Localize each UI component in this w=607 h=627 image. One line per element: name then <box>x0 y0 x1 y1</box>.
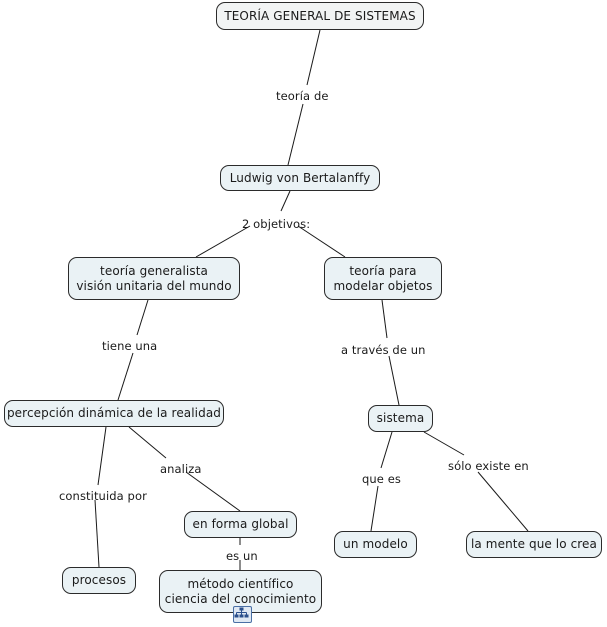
link-label-que-es[interactable]: que es <box>362 472 401 486</box>
node-modelo[interactable]: un modelo <box>334 531 417 558</box>
link-label-a-traves-de-un[interactable]: a través de un <box>341 343 426 357</box>
edge-teoriade-ludwig <box>287 103 304 166</box>
edge-quees-modelo <box>370 485 379 532</box>
link-label-constituida-por[interactable]: constituida por <box>59 489 147 503</box>
edge-constituida-procesos <box>94 499 100 568</box>
edge-soloexiste-mente <box>477 471 529 532</box>
edge-percepcion-constituida <box>97 426 107 486</box>
link-label-teoria-de[interactable]: teoría de <box>276 89 329 103</box>
link-label-tiene-una[interactable]: tiene una <box>102 339 158 353</box>
node-percepcion[interactable]: percepción dinámica de la realidad <box>4 400 224 427</box>
edge-percepcion-analiza <box>128 426 167 459</box>
node-mente[interactable]: la mente que lo crea <box>466 531 602 558</box>
link-label-solo-existe-en[interactable]: sólo existe en <box>448 459 529 473</box>
edge-ludwig-objetivos <box>280 190 291 212</box>
edge-generalista-tieneuna <box>136 299 149 336</box>
edge-atraves-sistema <box>388 355 400 406</box>
link-label-analiza[interactable]: analiza <box>160 462 202 476</box>
edge-tieneuna-percepcion <box>117 352 134 401</box>
edge-modelar-atraves <box>381 299 388 339</box>
node-global[interactable]: en forma global <box>184 511 297 538</box>
edge-sistema-soloexiste <box>423 431 465 456</box>
node-modelar[interactable]: teoría para modelar objetos <box>324 257 442 300</box>
link-label-dos-objetivos[interactable]: 2 objetivos: <box>242 217 311 231</box>
node-sistema[interactable]: sistema <box>368 405 433 432</box>
node-tgs[interactable]: TEORÍA GENERAL DE SISTEMAS <box>216 2 424 30</box>
edge-tgs-teoriade <box>306 29 321 86</box>
node-procesos[interactable]: procesos <box>62 567 136 594</box>
concept-map-icon[interactable] <box>233 606 252 623</box>
link-label-es-un[interactable]: es un <box>226 549 258 563</box>
node-ludwig[interactable]: Ludwig von Bertalanffy <box>220 165 380 191</box>
edge-sistema-quees <box>380 431 393 469</box>
node-generalista[interactable]: teoría generalista visión unitaria del m… <box>68 257 240 300</box>
node-metodo[interactable]: método científico ciencia del conocimien… <box>159 570 322 613</box>
edge-analiza-global <box>185 471 241 512</box>
